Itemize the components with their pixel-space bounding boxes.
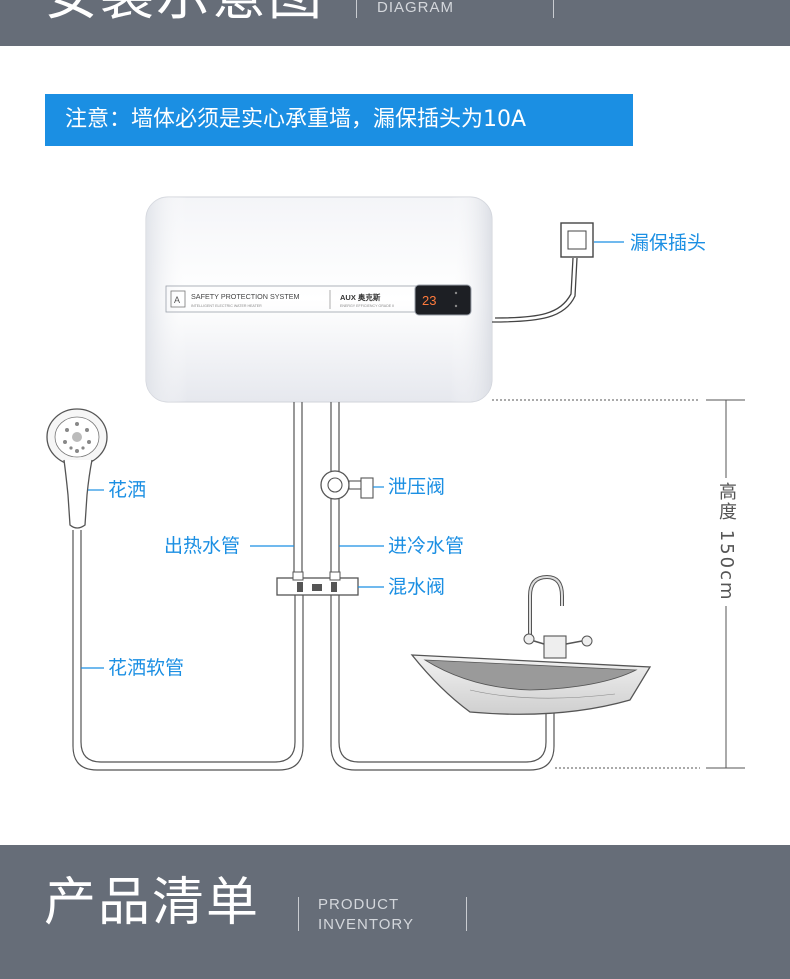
- label-pressure-valve: 泄压阀: [388, 476, 446, 498]
- header-band: 安装示意图 DIAGRAM: [0, 0, 790, 46]
- sink-drawing: [410, 574, 652, 715]
- footer-subtitle-line1: PRODUCT: [318, 896, 400, 913]
- label-leakage-plug: 漏保插头: [630, 232, 707, 254]
- header-subtitle: DIAGRAM: [377, 0, 455, 16]
- brand-sub: ENERGY EFFICIENCY GRADE II: [340, 304, 394, 308]
- panel-label: SAFETY PROTECTION SYSTEM: [191, 292, 300, 301]
- height-label: 高度 150cm: [713, 478, 739, 606]
- footer-band: 产品清单 PRODUCT INVENTORY: [0, 845, 790, 979]
- shower-head-drawing: [46, 408, 108, 529]
- hot-water-pipe-drawing: [250, 402, 303, 578]
- water-heater-tank: A SAFETY PROTECTION SYSTEM INTELLIGENT E…: [145, 196, 493, 403]
- label-mixing-valve: 混水阀: [388, 576, 446, 598]
- a-plus-icon: [170, 290, 186, 308]
- label-shower-hose: 花洒软管: [108, 657, 185, 679]
- footer-title: 产品清单: [44, 873, 261, 933]
- panel-sublabel: INTELLIGENT ELECTRIC WATER HEATER: [191, 304, 262, 308]
- svg-text:A: A: [174, 295, 180, 305]
- header-divider-right: [553, 0, 554, 18]
- footer-divider-left: [298, 897, 299, 931]
- leakage-plug: [491, 222, 624, 323]
- label-hot-pipe: 出热水管: [164, 535, 241, 557]
- mixing-valve: [276, 571, 384, 596]
- sink-supply-pipe: [330, 595, 555, 771]
- label-cold-pipe: 进冷水管: [388, 535, 465, 557]
- shower-hose-drawing: [72, 530, 304, 771]
- footer-divider-right: [466, 897, 467, 931]
- header-divider-left: [356, 0, 357, 18]
- brand-logo: AUX 奥克斯: [340, 292, 381, 302]
- notice-bar: 注意：墙体必须是实心承重墙，漏保插头为10A: [45, 94, 633, 146]
- footer-subtitle-line2: INVENTORY: [318, 916, 414, 933]
- display-value: 23: [422, 293, 436, 308]
- pressure-relief-valve: [320, 470, 384, 500]
- header-title: 安装示意图: [44, 0, 324, 26]
- label-shower-head: 花洒: [108, 479, 147, 501]
